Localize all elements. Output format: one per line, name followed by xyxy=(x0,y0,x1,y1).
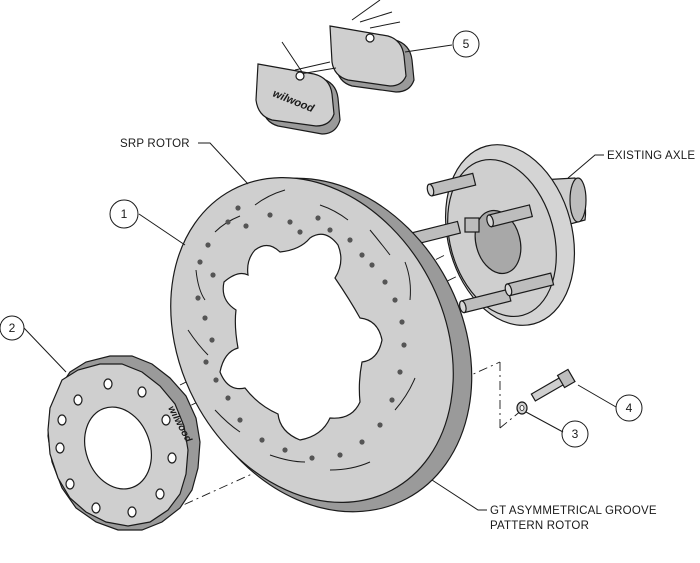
bolt xyxy=(530,368,576,402)
rotor-drilled-holes xyxy=(195,205,407,461)
callout-4: 4 xyxy=(615,394,643,422)
callout-2-number: 2 xyxy=(9,321,16,335)
wheel-studs xyxy=(408,172,555,314)
rotor xyxy=(170,177,473,513)
callout-3-number: 3 xyxy=(572,427,579,441)
callout-5-number: 5 xyxy=(463,37,470,51)
axle-hub xyxy=(408,144,587,326)
label-existing-axle: EXISTING AXLE xyxy=(607,150,695,162)
label-srp-rotor: SRP ROTOR xyxy=(120,138,190,150)
label-gt-line2: PATTERN ROTOR xyxy=(490,520,589,532)
label-gt-line1: GT ASYMMETRICAL GROOVE xyxy=(490,505,657,517)
callout-4-number: 4 xyxy=(626,401,633,415)
rotor-hat: wilwood xyxy=(47,355,201,531)
callout-2: 2 xyxy=(0,315,25,341)
leader-lines xyxy=(23,44,617,511)
brake-pads: wilwood xyxy=(255,0,415,135)
callout-1: 1 xyxy=(109,199,139,229)
callout-5: 5 xyxy=(452,30,480,58)
hat-bolt-holes xyxy=(55,378,177,518)
washer xyxy=(516,401,528,415)
callout-1-number: 1 xyxy=(121,207,128,221)
callout-3: 3 xyxy=(561,420,589,448)
